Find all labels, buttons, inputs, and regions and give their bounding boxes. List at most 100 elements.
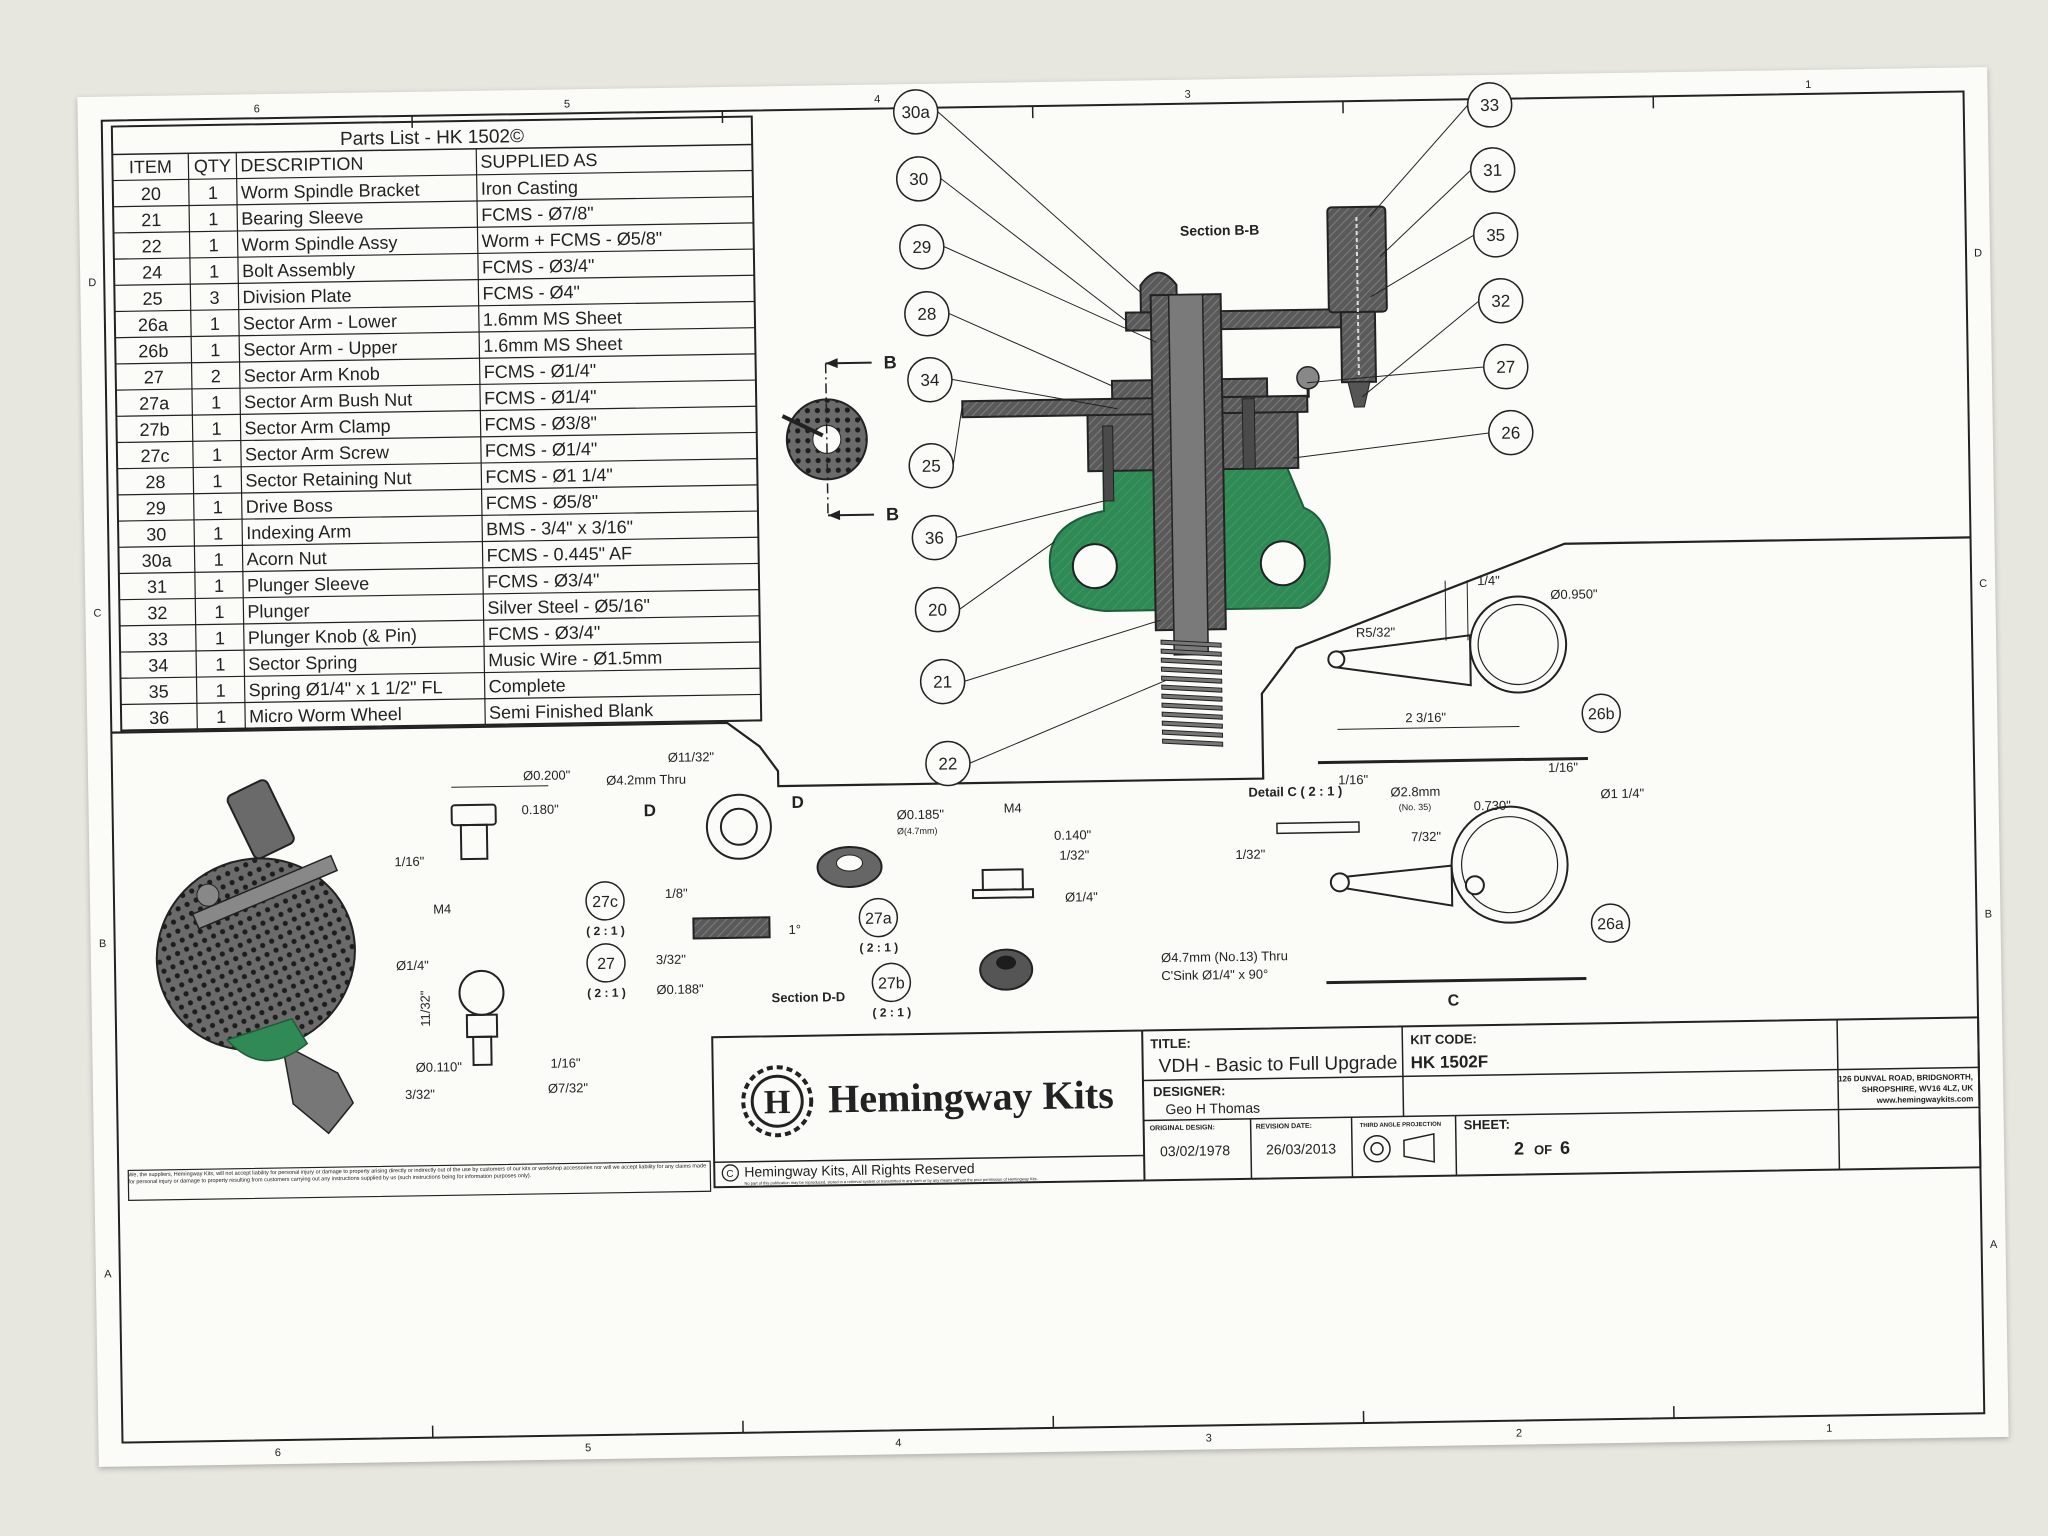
balloon-label: 21 [933,672,952,691]
dim-27c-height: 0.180" [521,802,559,818]
sheet-of: OF [1534,1142,1552,1157]
zone-bottom-label: 2 [1516,1428,1522,1440]
address-line-3: www.hemingwaykits.com [1876,1094,1974,1105]
part-27c-view: Ø0.200" 0.180" 1/16" M4 27c ( 2 : 1 ) [394,767,625,938]
drawing-title: VDH - Basic to Full Upgrade [1159,1052,1398,1077]
address-line-1: 126 DUNVAL ROAD, BRIDGNORTH, [1838,1072,1973,1083]
cell-description: Plunger Knob (& Pin) [248,625,417,648]
section-view-b-b: Section B-B [781,82,1534,787]
cell-supplied-as: FCMS - Ø1/4" [484,360,597,382]
bolt-right [1241,398,1256,470]
cell-description: Drive Boss [246,496,333,517]
zone-bottom-label: 6 [275,1447,281,1459]
balloon-22 [925,740,971,787]
zone-bottom-label: 4 [895,1437,901,1449]
part-27b-section [692,916,771,940]
zone-bottom-label: 1 [1826,1423,1832,1435]
dim-27-height: 11/32" [417,990,433,1027]
cell-description: Sector Retaining Nut [245,468,411,491]
iso-indexing-arm [191,854,339,930]
kit-code: HK 1502F [1411,1052,1489,1072]
dim-26b-thick-right: 1/16" [1548,760,1579,775]
iso-bracket [225,1017,309,1062]
zone-right-label: D [1974,247,1982,259]
balloon-label: 36 [925,529,944,548]
csink-note-2: C'Sink Ø1/4" x 90° [1161,966,1268,983]
dim-27b-step: 3/32" [656,952,687,967]
balloon-label: 27 [1496,358,1515,377]
dim-26b-radius: R5/32" [1356,624,1396,640]
zone-left-label: A [104,1268,112,1280]
cell-supplied-as: Complete [489,675,566,696]
arm-26b-ring [1469,595,1568,694]
sheet-number: 2 [1514,1138,1524,1158]
zone-right-label: B [1985,908,1993,920]
cell-item: 35 [149,682,169,702]
cell-item: 29 [146,498,166,518]
disclaimer-text: We, the suppliers, Hemingway Kits, will … [128,1163,707,1185]
zone-left-label: D [88,277,96,289]
arm-26b-body [1335,634,1472,687]
detail-c-label: Detail C ( 2 : 1 ) [1248,783,1342,799]
cell-description: Sector Arm Clamp [244,416,390,438]
dim-27b-bore: Ø4.2mm Thru [606,772,686,788]
zone-left-label: C [93,608,101,620]
balloon-label: 34 [920,371,939,390]
balloon-26a [1590,903,1631,943]
dim-27-base: Ø7/32" [548,1080,589,1096]
parts-list-title: Parts List - HK 1502© [340,126,524,150]
scale-27a: ( 2 : 1 ) [859,940,898,955]
balloon-35 [1472,212,1519,258]
dim-27a-thread: M4 [1004,800,1022,815]
cell-description: Bearing Sleeve [241,207,363,229]
arm-26b-side-view [1317,756,1588,765]
cell-supplied-as: Iron Casting [481,177,578,199]
section-b-b-title: Section B-B [1180,222,1260,239]
scale-27b: ( 2 : 1 ) [872,1005,911,1020]
dim-27a-base: Ø1/4" [1065,889,1098,905]
original-design-label: ORIGINAL DESIGN: [1150,1124,1215,1132]
balloon-31 [1469,147,1516,193]
dim-26a-detail-thick: 1/32" [1235,847,1266,862]
balloon-label: 35 [1486,226,1505,245]
dim-27-pin: Ø0.110" [416,1059,463,1075]
dim-26a-hole-note: (No. 35) [1399,802,1432,813]
cell-supplied-as: FCMS - Ø3/8" [484,413,597,435]
balloon-27-label: 27 [597,956,615,973]
cell-supplied-as: FCMS - Ø1/4" [485,439,598,461]
title-label: TITLE: [1150,1036,1191,1052]
balloon-label: 30 [909,170,928,189]
cell-supplied-as: Silver Steel - Ø5/16" [487,595,650,618]
cell-qty: 2 [211,366,221,386]
balloon-30a [892,89,939,135]
cell-description: Sector Arm Knob [244,364,380,386]
zone-top-label: 6 [254,103,260,115]
cell-supplied-as: FCMS - Ø4" [482,282,580,304]
balloon-label: 28 [917,305,936,324]
sector-arm-upper-view: 1/4" Ø0.950" R5/32" 2 3/16" 1/16" 1/16" … [1317,573,1621,787]
cell-supplied-as: FCMS - Ø3/4" [488,622,601,644]
section-d-d-label: Section D-D [771,989,845,1005]
sheet-total: 6 [1560,1138,1570,1158]
cell-qty: 1 [213,523,223,543]
cut-label-bottom: B [886,504,899,524]
cut-label-top: B [883,352,896,372]
dim-27b-height: 1/8" [665,886,688,901]
cell-item: 33 [148,629,168,649]
part-27-pin [472,1035,493,1066]
part-27c-shank [459,823,489,861]
dim-27a-od-mm: Ø(4.7mm) [897,826,938,837]
title-block: H Hemingway Kits TITLE: VDH - Basic to F… [711,1016,1982,1189]
balloon-26 [1488,409,1534,456]
cell-supplied-as: FCMS - Ø3/4" [487,570,600,592]
balloon-21 [919,658,966,705]
